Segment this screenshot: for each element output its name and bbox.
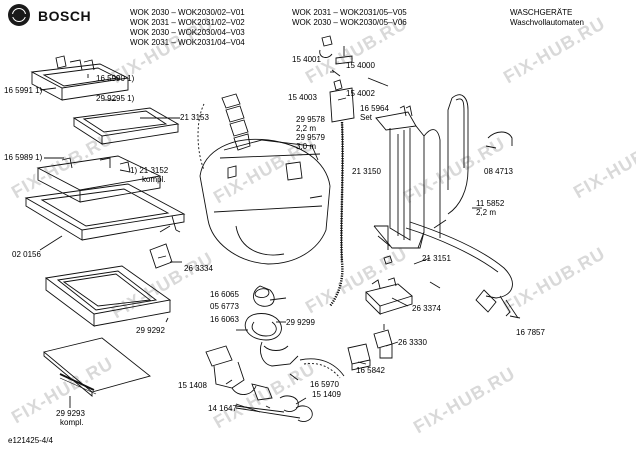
part-label: 14 1647 (208, 404, 237, 413)
part-label: 11 5852 (476, 199, 505, 208)
motor-part (373, 324, 393, 359)
model-line: WOK 2030 – WOK2030/05–V06 (292, 18, 407, 27)
part-label: 16 6065 (210, 290, 239, 299)
pressure-switch (319, 35, 355, 123)
part-label: 16 5990 1) (96, 74, 135, 83)
part-label: 15 4000 (346, 61, 375, 70)
brand-name: BOSCH (38, 8, 92, 24)
part-label: 16 7857 (516, 328, 545, 337)
part-label: 15 4002 (346, 89, 375, 98)
model-line: WOK 2030 – WOK2030/02–V01 (130, 8, 245, 17)
dispenser-housing (36, 155, 162, 203)
part-label: kompl. (60, 418, 84, 427)
filter-part (347, 343, 371, 371)
part-label: kompl. (142, 175, 166, 184)
door-frame (44, 265, 172, 327)
part-label: 02 0156 (12, 250, 41, 259)
part-label: 29 9292 (136, 326, 165, 335)
door-latch (149, 243, 182, 269)
bosch-logo-icon (8, 4, 30, 26)
part-label: 16 5964 (360, 104, 389, 113)
bellows-hose (221, 93, 251, 151)
dispenser-cover (72, 107, 180, 145)
part-label: 2,2 m (296, 124, 317, 133)
part-label: 29 9295 1) (96, 94, 135, 103)
hose-clip (485, 131, 513, 149)
part-label: 21 3150 (352, 167, 381, 176)
part-label: Set (360, 113, 373, 122)
tub-drum (197, 103, 331, 265)
category-title: WASCHGERÄTE (510, 8, 573, 17)
part-label: 2,2 m (476, 208, 497, 217)
part-label: 15 1409 (312, 390, 341, 399)
part-label: 26 3374 (412, 304, 441, 313)
part-label: 15 1408 (178, 381, 207, 390)
part-label: 16 5991 1) (4, 86, 43, 95)
part-label: 16 5970 (310, 380, 339, 389)
part-label: 29 9293 (56, 409, 85, 418)
hose-connector (499, 295, 519, 319)
heater (373, 105, 441, 265)
part-label: 29 9299 (286, 318, 315, 327)
part-label: 1) 21 3152 (130, 166, 169, 175)
part-label: 26 3330 (398, 338, 427, 347)
part-label: 15 4001 (292, 55, 321, 64)
inlet-hose (405, 221, 513, 313)
part-label: 21 3151 (422, 254, 451, 263)
heater-hose (447, 94, 469, 215)
part-label: 26 3334 (184, 264, 213, 273)
service-flap (43, 337, 151, 397)
control-module (365, 277, 413, 316)
door-seal (244, 285, 299, 367)
part-label: 16 6063 (210, 315, 239, 324)
model-line: WOK 2031 – WOK2031/05–V05 (292, 8, 407, 17)
model-line: WOK 2030 – WOK2030/04–V03 (130, 28, 245, 37)
part-label: 05 6773 (210, 302, 239, 311)
detergent-drawer (30, 55, 130, 101)
part-label: 15 4003 (288, 93, 317, 102)
part-label: 3,0 m (296, 142, 317, 151)
part-label: 21 3153 (180, 113, 209, 122)
pump-assembly (205, 345, 313, 423)
top-frame (24, 183, 186, 241)
model-line: WOK 2031 – WOK2031/04–V04 (130, 38, 245, 47)
part-label: 29 9579 (296, 133, 325, 142)
part-label: 08 4713 (484, 167, 513, 176)
category-subtitle: Waschvollautomaten (510, 18, 584, 27)
drain-hose-bottom (299, 358, 345, 379)
model-line: WOK 2031 – WOK2031/02–V02 (130, 18, 245, 27)
washer-ring-small (254, 288, 270, 299)
part-label: 29 9578 (296, 115, 325, 124)
document-code: e121425-4/4 (8, 436, 53, 445)
part-label: 16 5842 (356, 366, 385, 375)
part-label: 16 5989 1) (4, 153, 43, 162)
